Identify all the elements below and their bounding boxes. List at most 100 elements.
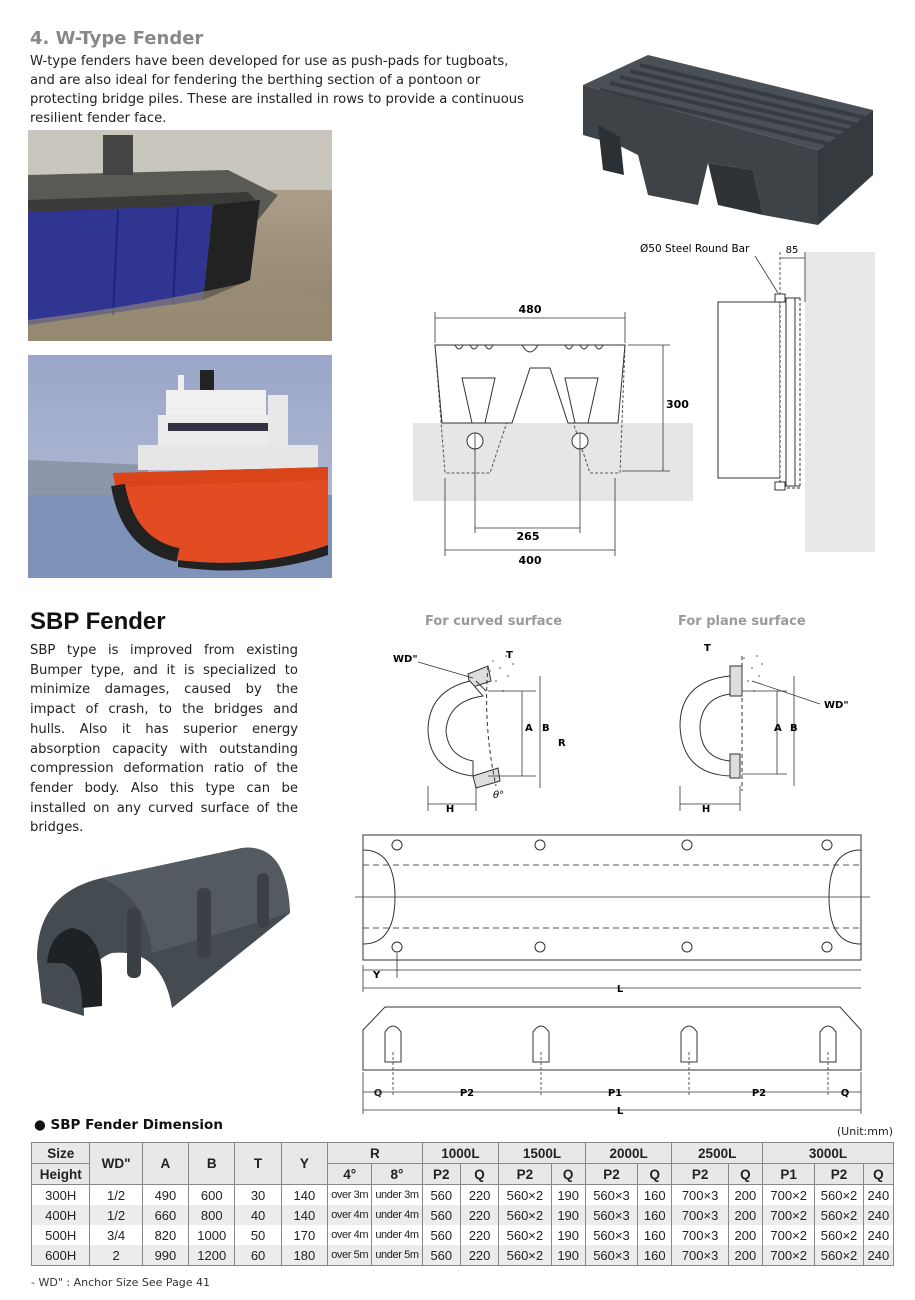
th-2000-p2: P2 xyxy=(584,1163,639,1185)
cell-a: 990 xyxy=(141,1245,190,1266)
cell-q-1000: 220 xyxy=(459,1205,500,1225)
dim-400: 400 xyxy=(519,554,542,567)
cell-y: 170 xyxy=(280,1225,329,1245)
cell-q-1500: 190 xyxy=(550,1245,586,1266)
cell-wd: 3/4 xyxy=(89,1225,143,1245)
cell-p2-1500: 560×2 xyxy=(498,1225,552,1245)
th-2500l: 2500L xyxy=(671,1142,763,1164)
cell-size: 500H xyxy=(30,1225,91,1245)
cell-size: 300H xyxy=(30,1184,91,1205)
cell-q-2500: 200 xyxy=(727,1205,764,1225)
cell-p2-1500: 560×2 xyxy=(498,1205,552,1225)
cell-p2-1000: 560 xyxy=(421,1245,461,1266)
th-2500-p2: P2 xyxy=(671,1163,729,1185)
th-r4: 4° xyxy=(327,1163,373,1185)
cell-p2-2000: 560×3 xyxy=(584,1205,639,1225)
side-q-left: Q xyxy=(374,1088,383,1099)
cell-b: 1200 xyxy=(188,1245,236,1266)
cell-p2-3000: 560×2 xyxy=(814,1225,864,1245)
cell-wd: 2 xyxy=(89,1245,143,1266)
cell-q-3000: 240 xyxy=(862,1205,895,1225)
cell-t: 60 xyxy=(234,1245,282,1266)
w-type-description: W-type fenders have been developed for u… xyxy=(30,54,525,126)
top-y: Y xyxy=(372,970,381,981)
cell-size: 600H xyxy=(30,1245,91,1266)
dimension-title-text: SBP Fender Dimension xyxy=(50,1117,223,1133)
th-r: R xyxy=(327,1142,423,1164)
cell-q-2000: 160 xyxy=(637,1245,673,1266)
th-2000l: 2000L xyxy=(584,1142,673,1164)
cell-q-2500: 200 xyxy=(727,1245,764,1266)
cell-p2-2500: 700×3 xyxy=(671,1205,729,1225)
th-3000l: 3000L xyxy=(762,1142,894,1164)
side-p1: P1 xyxy=(608,1088,622,1099)
th-3000-p2: P2 xyxy=(814,1163,864,1185)
cell-r8: under 5m xyxy=(371,1245,423,1266)
th-size: Size xyxy=(30,1142,91,1164)
cell-p2-1500: 560×2 xyxy=(498,1245,552,1266)
th-2500-q: Q xyxy=(727,1163,764,1185)
cell-q-2000: 160 xyxy=(637,1184,673,1205)
curved-surface-drawing: H A B R WD" T θ° xyxy=(388,636,588,816)
cell-p2-1000: 560 xyxy=(421,1225,461,1245)
unit-label: (Unit:mm) xyxy=(836,1125,893,1138)
th-3000-q: Q xyxy=(862,1163,895,1185)
pontoon-photo xyxy=(28,130,332,341)
table-row: 300H 1/2 490 600 30 140 over 3m under 3m… xyxy=(30,1184,895,1205)
cell-p2-2500: 700×3 xyxy=(671,1225,729,1245)
w-fender-drawing: 480 300 265 400 85 Ø50 Steel Round Bar xyxy=(400,238,880,573)
th-t: T xyxy=(234,1142,282,1185)
plane-wd: WD" xyxy=(824,700,849,711)
th-1500l: 1500L xyxy=(498,1142,586,1164)
cell-b: 1000 xyxy=(188,1225,236,1245)
curved-b: B xyxy=(542,723,550,734)
curved-r: R xyxy=(558,738,566,749)
cell-q-2500: 200 xyxy=(727,1184,764,1205)
header-row-1: Size WD" A B T Y R 1000L 1500L 2000L 250… xyxy=(30,1142,894,1185)
th-b: B xyxy=(188,1142,236,1185)
cell-wd: 1/2 xyxy=(89,1205,143,1225)
cell-q-2000: 160 xyxy=(637,1205,673,1225)
table-row: 400H 1/2 660 800 40 140 over 4m under 4m… xyxy=(30,1205,895,1225)
sbp-description: SBP type is improved from existing Bumpe… xyxy=(30,643,298,836)
cell-p2-3000: 560×2 xyxy=(814,1205,864,1225)
cell-q-3000: 240 xyxy=(862,1245,895,1266)
cell-p2-1000: 560 xyxy=(421,1205,461,1225)
cell-q-2000: 160 xyxy=(637,1225,673,1245)
cell-p2-2500: 700×3 xyxy=(671,1184,729,1205)
top-l: L xyxy=(617,984,624,995)
curved-h: H xyxy=(446,804,454,815)
th-2000-q: Q xyxy=(637,1163,673,1185)
cell-b: 600 xyxy=(188,1184,236,1205)
curved-t: T xyxy=(506,650,513,661)
cell-p1-3000: 700×2 xyxy=(761,1184,816,1205)
cell-a: 820 xyxy=(141,1225,190,1245)
cell-a: 490 xyxy=(141,1184,190,1205)
cell-q-3000: 240 xyxy=(862,1184,895,1205)
plane-t: T xyxy=(704,643,711,654)
plane-surface-drawing: H A B T WD" xyxy=(662,636,862,816)
table-footnote: - WD" : Anchor Size See Page 41 xyxy=(31,1276,211,1289)
sbp-fender-product-image xyxy=(32,838,294,1016)
dim-265: 265 xyxy=(517,530,540,543)
dim-480: 480 xyxy=(519,303,542,316)
th-3000-p1: P1 xyxy=(761,1163,816,1185)
cell-p2-3000: 560×2 xyxy=(814,1245,864,1266)
cell-q-1500: 190 xyxy=(550,1225,586,1245)
cell-p2-2000: 560×3 xyxy=(584,1225,639,1245)
th-r8: 8° xyxy=(371,1163,423,1185)
cell-p2-2000: 560×3 xyxy=(584,1245,639,1266)
curved-theta: θ° xyxy=(493,790,504,801)
table-row: 500H 3/4 820 1000 50 170 over 4m under 4… xyxy=(30,1225,895,1245)
cell-y: 140 xyxy=(280,1205,329,1225)
side-p2-left: P2 xyxy=(460,1088,474,1099)
th-height: Height xyxy=(30,1163,91,1185)
table-row: 600H 2 990 1200 60 180 over 5m under 5m … xyxy=(30,1245,895,1266)
cell-q-1500: 190 xyxy=(550,1184,586,1205)
sbp-title: SBP Fender xyxy=(30,608,166,635)
cell-q-1500: 190 xyxy=(550,1205,586,1225)
cell-t: 30 xyxy=(234,1184,282,1205)
side-q-right: Q xyxy=(841,1088,850,1099)
th-1500-p2: P2 xyxy=(498,1163,552,1185)
w-type-title: 4. W-Type Fender xyxy=(30,28,204,49)
